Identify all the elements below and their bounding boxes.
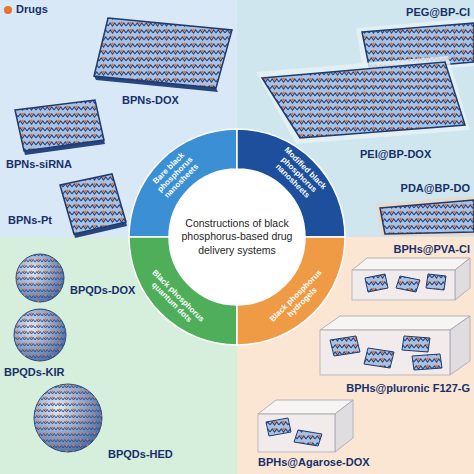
- system-label: BPNs-DOX: [122, 94, 179, 107]
- quantum-dot: [14, 309, 66, 361]
- center-title: Constructions of black phosphorus-based …: [178, 217, 296, 256]
- legend-text: Drugs: [16, 3, 48, 16]
- ring-segment: Black phosphorus quantum dots: [129, 237, 237, 345]
- coated-nanosheet: [376, 196, 474, 236]
- quantum-dot: [16, 254, 64, 302]
- system-label: PEI@BP-DOX: [360, 148, 431, 161]
- hydrogel-block: [258, 400, 353, 452]
- system-label: BPQDs-DOX: [70, 284, 135, 297]
- nanosheet: [60, 174, 127, 238]
- ring-segment-fill: [129, 237, 237, 345]
- system-label: BPQDs-HED: [108, 448, 173, 461]
- quantum-dot: [34, 384, 102, 452]
- system-label: BPQDs-KIR: [4, 366, 65, 379]
- system-label: BPNs-Pt: [8, 214, 52, 227]
- ring-segment: Bare black phosphorus nanosheets: [129, 129, 237, 237]
- ring-segment-fill: [129, 129, 237, 237]
- system-label: BPNs-siRNA: [6, 158, 72, 171]
- system-label: BPHs@Agarose-DOX: [258, 456, 370, 469]
- ring-segment-shape: [237, 237, 345, 345]
- ring-segment-fill: [237, 129, 345, 237]
- legend-row: Drugs: [4, 3, 48, 16]
- ring-segment-fill: [237, 237, 345, 345]
- system-label: PDA@BP-DO: [401, 182, 470, 195]
- legend-swatch: [4, 6, 12, 14]
- coated-nanosheet: [256, 56, 470, 144]
- hydrogel-block: [352, 258, 470, 300]
- ring-segment: Modified black phosphorus nanosheets: [237, 129, 345, 237]
- nanosheet: [15, 100, 105, 155]
- hydrogel-block: [320, 316, 470, 375]
- system-label: BPHs@pluronic F127-G: [346, 382, 470, 395]
- system-label: PEG@BP-CI: [406, 6, 470, 19]
- ring-segment: Black phosphorus hydrogels: [237, 237, 345, 345]
- ring-segment-shape: [129, 237, 237, 345]
- nanosheet: [94, 18, 232, 92]
- system-label: BPHs@PVA-CI: [393, 243, 470, 256]
